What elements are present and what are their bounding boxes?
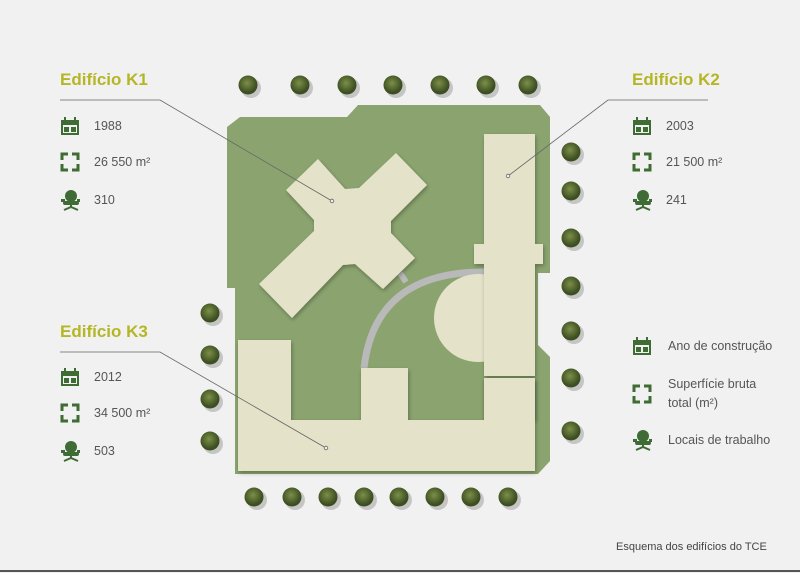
- tree: [200, 345, 220, 365]
- tree: [238, 75, 258, 95]
- office-chair-icon: [60, 441, 80, 462]
- tree: [290, 75, 310, 95]
- tree: [383, 75, 403, 95]
- tree: [498, 487, 518, 507]
- area-value: 34 500 m²: [94, 406, 151, 420]
- workplaces-value: 310: [94, 193, 115, 207]
- workplaces-value: 503: [94, 444, 115, 458]
- area-icon: [632, 384, 652, 404]
- office-chair-icon: [60, 190, 80, 211]
- year-value: 2003: [666, 119, 694, 133]
- workplaces-value: 241: [666, 193, 687, 207]
- building-k3-shape: [238, 340, 535, 471]
- year-value: 2012: [94, 370, 122, 384]
- area-icon: [60, 152, 80, 172]
- tree: [389, 487, 409, 507]
- area-value: 26 550 m²: [94, 155, 151, 169]
- calendar-icon: [632, 116, 652, 136]
- tree: [244, 487, 264, 507]
- tree: [561, 228, 581, 248]
- legend-area-line2: total (m²): [668, 396, 718, 410]
- tree: [476, 75, 496, 95]
- tree: [354, 487, 374, 507]
- tree: [461, 487, 481, 507]
- tree: [561, 368, 581, 388]
- trees: [200, 75, 584, 510]
- tree: [200, 431, 220, 451]
- legend-area-line1: Superfície bruta: [668, 377, 757, 391]
- footer-divider: [0, 570, 800, 572]
- area-icon: [632, 152, 652, 172]
- office-chair-icon: [632, 190, 652, 211]
- tree: [337, 75, 357, 95]
- tree: [425, 487, 445, 507]
- building-k1-shape: [259, 153, 427, 318]
- tree: [200, 389, 220, 409]
- tree: [318, 487, 338, 507]
- calendar-icon: [60, 116, 80, 136]
- building-title: Edifício K3: [60, 322, 148, 341]
- calendar-icon: [60, 367, 80, 387]
- building-title: Edifício K2: [632, 70, 720, 89]
- legend-year: Ano de construção: [668, 339, 773, 353]
- area-icon: [60, 403, 80, 423]
- caption: Esquema dos edifícios do TCE: [616, 541, 767, 553]
- oval-building: [434, 274, 484, 362]
- area-value: 21 500 m²: [666, 155, 723, 169]
- tree: [200, 303, 220, 323]
- office-chair-icon: [632, 430, 652, 451]
- tree: [282, 487, 302, 507]
- tree: [561, 421, 581, 441]
- legend-workplaces: Locais de trabalho: [668, 433, 771, 447]
- calendar-icon: [632, 336, 652, 356]
- walkway: [360, 268, 485, 369]
- tree: [561, 321, 581, 341]
- building-title: Edifício K1: [60, 70, 148, 89]
- year-value: 1988: [94, 119, 122, 133]
- tree: [561, 181, 581, 201]
- tree: [561, 142, 581, 162]
- leader-lines: [60, 99, 708, 451]
- tree: [518, 75, 538, 95]
- tree: [561, 276, 581, 296]
- tree: [430, 75, 450, 95]
